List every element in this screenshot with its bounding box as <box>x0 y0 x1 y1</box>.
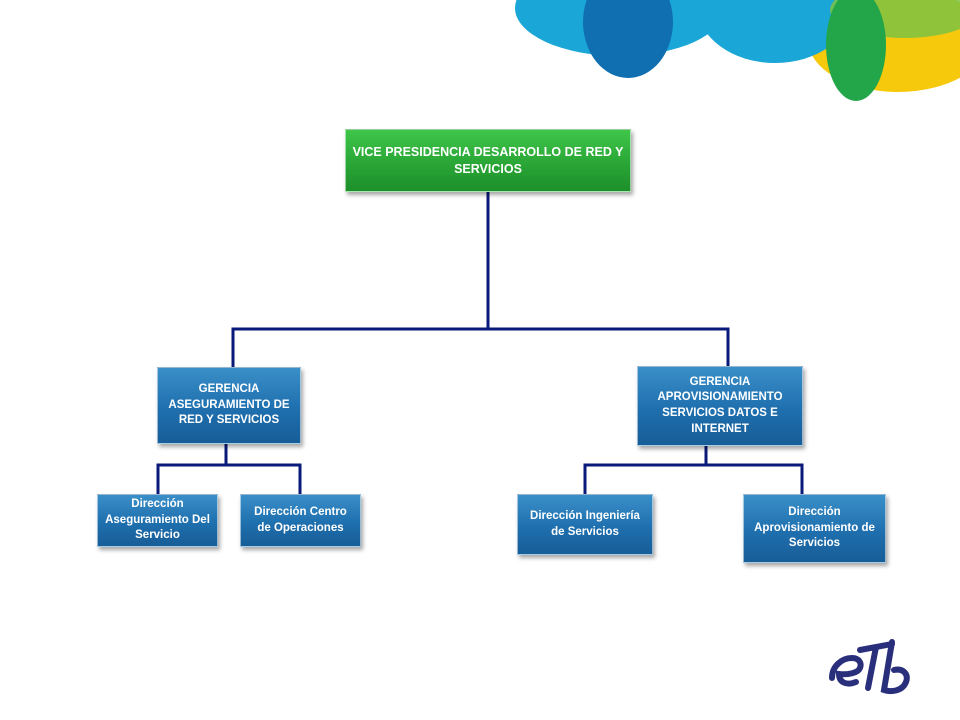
left-child-1-label: Dirección Aseguramiento Del Servicio <box>105 498 210 542</box>
right-branch-label: GERENCIA APROVISIONAMIENTO SERVICIOS DAT… <box>657 375 783 435</box>
left-branch-label: GERENCIA ASEGURAMIENTO DE RED Y SERVICIO… <box>168 383 290 427</box>
right-branch-node: GERENCIA APROVISIONAMIENTO SERVICIOS DAT… <box>637 366 803 446</box>
right-child-node-2: Dirección Aprovisionamiento de Servicios <box>743 494 886 563</box>
right-child-2-label: Dirección Aprovisionamiento de Servicios <box>754 506 875 550</box>
left-branch-node: GERENCIA ASEGURAMIENTO DE RED Y SERVICIO… <box>157 367 301 444</box>
root-node-label: VICE PRESIDENCIA DESARROLLO DE RED Y SER… <box>352 144 624 176</box>
etb-logo <box>829 639 910 694</box>
left-child-node-1: Dirección Aseguramiento Del Servicio <box>97 494 218 547</box>
left-child-2-label: Dirección Centro de Operaciones <box>254 505 347 534</box>
right-child-node-1: Dirección Ingeniería de Servicios <box>517 494 653 555</box>
root-node: VICE PRESIDENCIA DESARROLLO DE RED Y SER… <box>345 129 631 192</box>
right-child-1-label: Dirección Ingeniería de Servicios <box>530 509 640 538</box>
left-child-node-2: Dirección Centro de Operaciones <box>240 494 361 547</box>
